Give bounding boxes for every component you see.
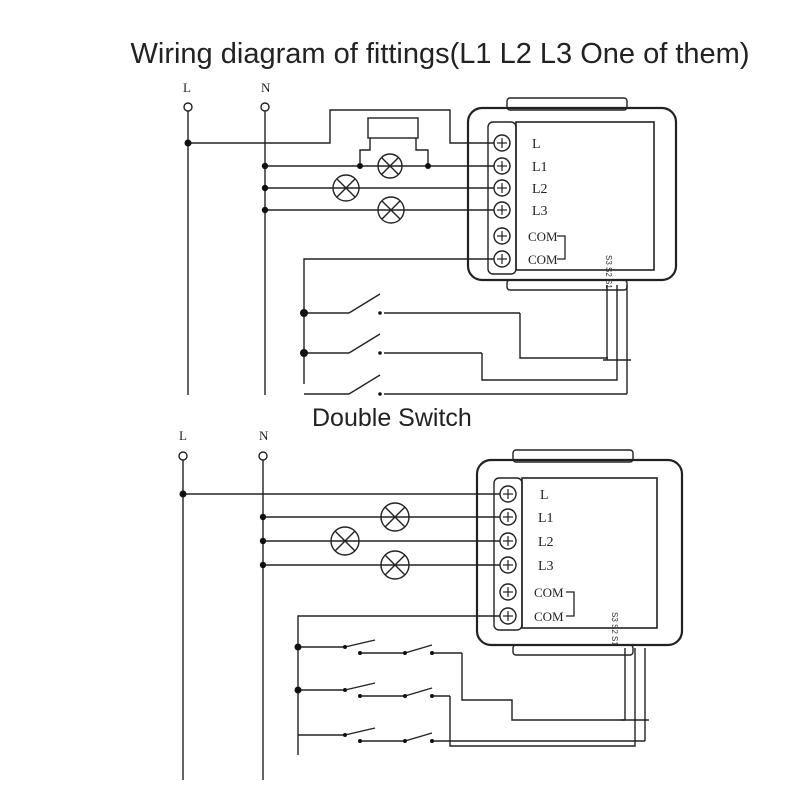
switch-top-2: [304, 333, 618, 381]
terminal-label-top-COM2: COM: [528, 252, 558, 267]
neutral-label-top: N: [261, 80, 271, 95]
lamp-bottom-3: [380, 550, 410, 580]
lamp-bottom-1: [380, 502, 410, 532]
terminal-label-top-L: L: [532, 137, 541, 152]
live-label-top: L: [183, 80, 191, 95]
live-feed-wire-top: [188, 109, 496, 144]
switch-top-1: [304, 293, 608, 359]
terminal-label-bottom-COM2: COM: [534, 609, 564, 624]
switch-box-top: [367, 117, 419, 139]
live-supply-terminal-top: [183, 102, 193, 112]
terminal-label-bottom-L1: L1: [538, 511, 554, 526]
lamp-top-2: [332, 174, 360, 202]
neutral-label-bottom: N: [259, 428, 269, 443]
lamp-top-1: [377, 153, 403, 179]
live-label-bottom: L: [179, 428, 187, 443]
terminal-label-top-L1: L1: [532, 160, 548, 175]
terminal-label-bottom-L3: L3: [538, 559, 554, 574]
live-supply-terminal-bottom: [178, 451, 188, 461]
neutral-supply-terminal-bottom: [258, 451, 268, 461]
terminal-label-top-L2: L2: [532, 182, 548, 197]
module-side-text-bottom: S3 S2 S1: [610, 612, 619, 646]
lamp-bottom-2: [330, 526, 360, 556]
double-switch-row-1: [298, 639, 625, 721]
relay-module-top: [466, 97, 678, 291]
diagram-title: Wiring diagram of fittings(L1 L2 L3 One …: [130, 38, 750, 70]
terminal-label-bottom-L2: L2: [538, 535, 554, 550]
module-side-text-top: S3 S2 S1: [604, 255, 613, 289]
terminal-label-bottom-COM1: COM: [534, 585, 564, 600]
terminal-label-top-L3: L3: [532, 204, 548, 219]
switch-top-3: [304, 360, 628, 395]
lamp-top-3: [377, 196, 405, 224]
double-switch-row-2: [298, 682, 636, 747]
neutral-supply-terminal-top: [260, 102, 270, 112]
section-title-double-switch: Double Switch: [312, 404, 472, 432]
terminal-label-bottom-L: L: [540, 488, 549, 503]
relay-module-bottom: [475, 449, 684, 656]
terminal-label-top-COM1: COM: [528, 229, 558, 244]
double-switch-row-3: [298, 720, 646, 742]
